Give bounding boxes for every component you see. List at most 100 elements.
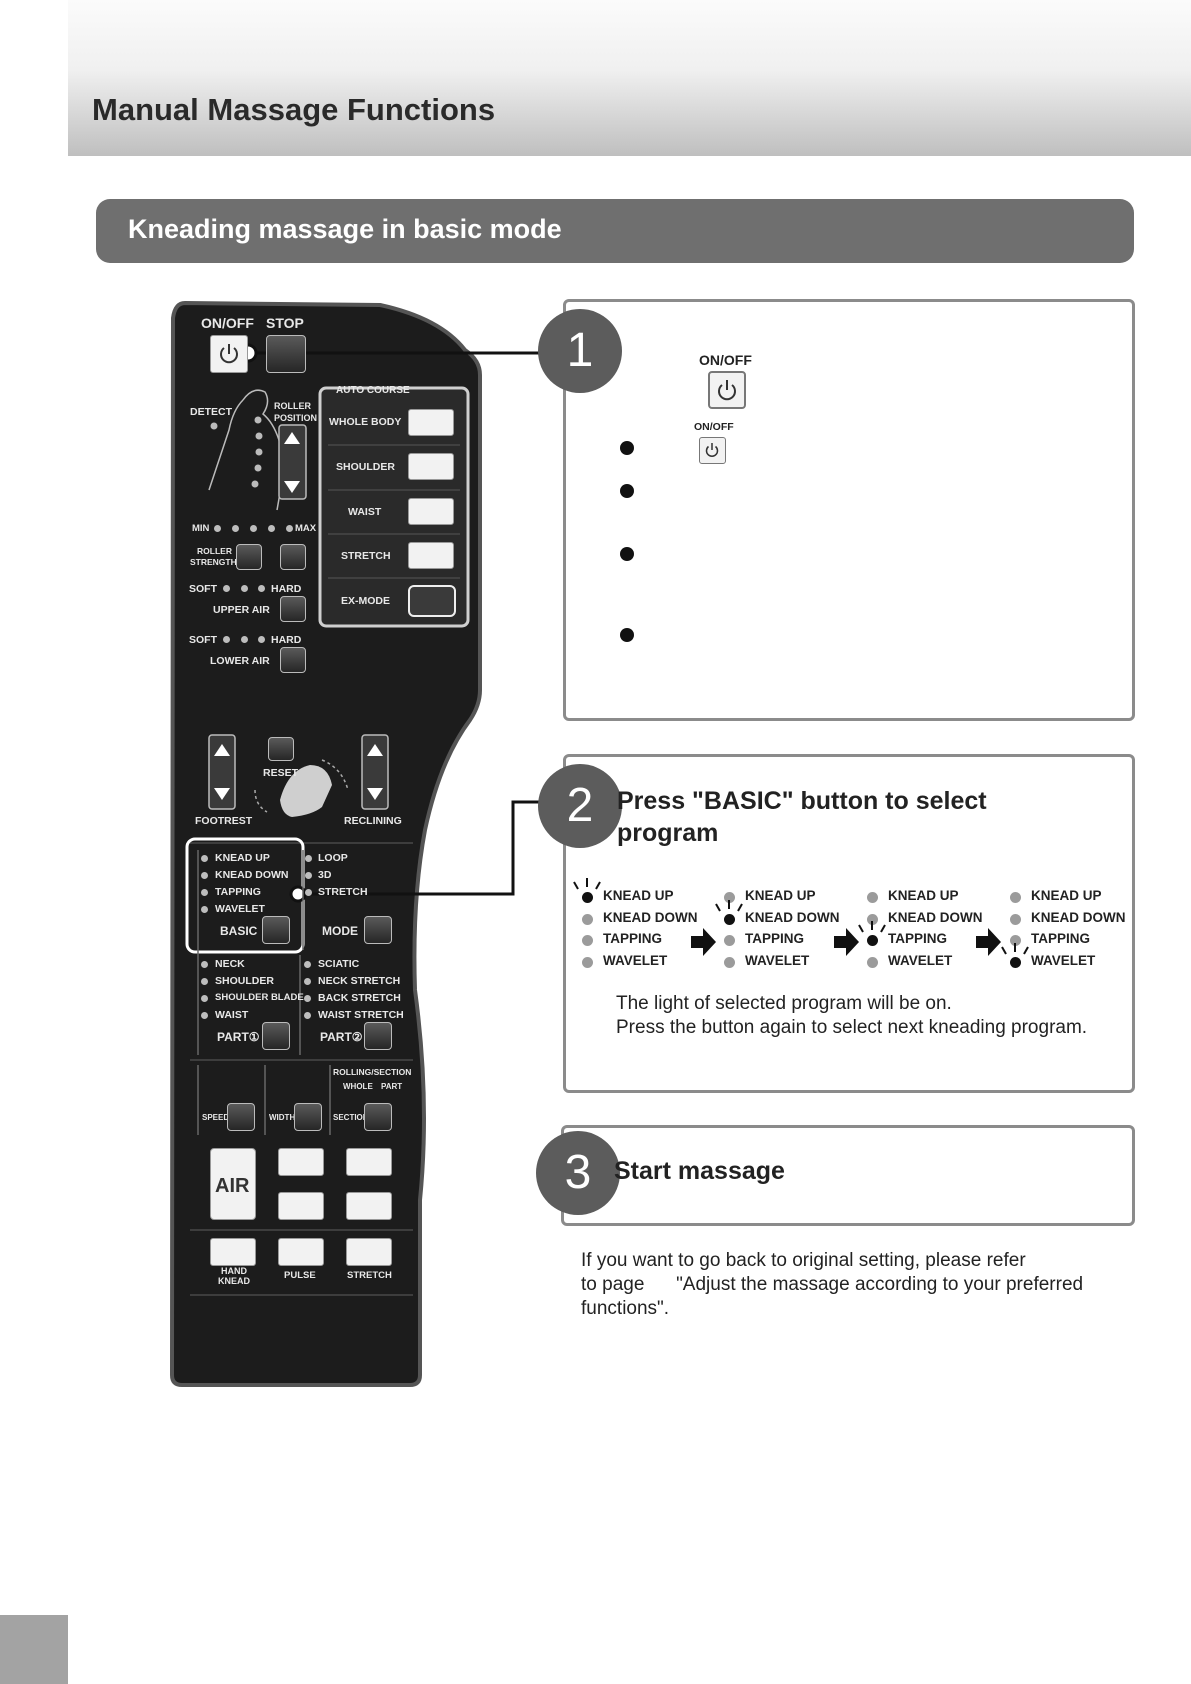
sequence-item-label: KNEAD DOWN bbox=[603, 910, 698, 925]
remote-auto-course-label: AUTO COURSE bbox=[336, 385, 410, 396]
remote-mode-label: MODE bbox=[322, 924, 358, 938]
step1-small-power-icon bbox=[699, 437, 726, 464]
sequence-item-label: KNEAD DOWN bbox=[888, 910, 983, 925]
remote-hand-knead-button[interactable] bbox=[210, 1238, 256, 1266]
remote-air-waist-button[interactable] bbox=[346, 1148, 392, 1176]
remote-width-label: WIDTH bbox=[269, 1113, 296, 1122]
remote-waist-button[interactable] bbox=[408, 498, 454, 525]
arrow-right-icon bbox=[834, 928, 859, 956]
indicator-light-off bbox=[724, 935, 735, 946]
remote-part2-waist-stretch: WAIST STRETCH bbox=[318, 1009, 404, 1021]
remote-part2-sciatic: SCIATIC bbox=[318, 958, 360, 970]
power-icon bbox=[718, 380, 736, 401]
remote-power-button[interactable] bbox=[210, 335, 248, 373]
remote-lower-soft-label: SOFT bbox=[189, 634, 217, 646]
indicator-light-off bbox=[582, 957, 593, 968]
step1-box bbox=[563, 299, 1135, 721]
indicator-light-off bbox=[1010, 935, 1021, 946]
arrow-right-icon bbox=[976, 928, 1001, 956]
step2-note-line1: The light of selected program will be on… bbox=[616, 993, 952, 1014]
remote-air-button[interactable]: AIR bbox=[210, 1148, 256, 1220]
remote-auto-stretch: STRETCH bbox=[341, 550, 391, 562]
indicator-light-off bbox=[867, 892, 878, 903]
bullet-dot bbox=[620, 441, 634, 455]
remote-part2-button[interactable] bbox=[364, 1022, 392, 1050]
remote-basic-label: BASIC bbox=[220, 924, 258, 938]
sequence-item-label: WAVELET bbox=[1031, 953, 1096, 968]
footer-note-line3: functions". bbox=[581, 1298, 670, 1319]
step1-onoff-label: ON/OFF bbox=[699, 352, 752, 368]
remote-speed-button[interactable] bbox=[227, 1103, 255, 1131]
sequence-item-label: TAPPING bbox=[1031, 931, 1091, 946]
power-icon bbox=[220, 344, 238, 364]
remote-part2-neck-stretch: NECK STRETCH bbox=[318, 975, 401, 987]
remote-hand-knead-label: HAND KNEAD bbox=[217, 1266, 250, 1286]
remote-lower-air-label: LOWER AIR bbox=[210, 655, 270, 667]
remote-detect-label: DETECT bbox=[190, 406, 232, 418]
remote-pulse-label: PULSE bbox=[284, 1270, 316, 1281]
remote-pulse-button[interactable] bbox=[278, 1238, 324, 1266]
remote-stop-button[interactable] bbox=[266, 335, 306, 373]
remote-mode-stretch: STRETCH bbox=[318, 886, 368, 898]
sequence-item-label: WAVELET bbox=[888, 953, 953, 968]
sequence-item-label: TAPPING bbox=[888, 931, 948, 946]
remote-lower-air-button[interactable] bbox=[280, 647, 306, 673]
bullet-dot bbox=[620, 628, 634, 642]
remote-basic-tapping: TAPPING bbox=[215, 886, 261, 898]
remote-section-button[interactable] bbox=[364, 1103, 392, 1131]
arrow-right-icon bbox=[691, 928, 716, 956]
remote-upper-air-button[interactable] bbox=[280, 596, 306, 622]
step2-number: 2 bbox=[566, 779, 594, 832]
remote-roller-position-label: ROLLER POSITION bbox=[274, 401, 318, 423]
remote-strength-down-button[interactable] bbox=[236, 544, 262, 570]
remote-part1-button[interactable] bbox=[262, 1022, 290, 1050]
remote-basic-button[interactable] bbox=[262, 916, 290, 944]
sequence-item-label: WAVELET bbox=[745, 953, 810, 968]
remote-strength-up-button[interactable] bbox=[280, 544, 306, 570]
remote-footrest-label: FOOTREST bbox=[195, 815, 253, 827]
remote-part1-waist: WAIST bbox=[215, 1009, 249, 1021]
remote-shoulder-button[interactable] bbox=[408, 453, 454, 480]
remote-auto-waist: WAIST bbox=[348, 506, 382, 518]
remote-air-seat-button[interactable] bbox=[346, 1192, 392, 1220]
page-number-tab bbox=[0, 1615, 68, 1684]
indicator-light-on bbox=[724, 914, 735, 925]
remote-auto-shoulder: SHOULDER bbox=[336, 461, 395, 473]
remote-air-leg-button[interactable] bbox=[278, 1192, 324, 1220]
sequence-item-label: KNEAD DOWN bbox=[1031, 910, 1126, 925]
remote-upper-soft-label: SOFT bbox=[189, 583, 217, 595]
remote-width-button[interactable] bbox=[294, 1103, 322, 1131]
remote-mode-loop: LOOP bbox=[318, 852, 348, 864]
remote-air-label: AIR bbox=[215, 1175, 250, 1197]
remote-reset-button[interactable] bbox=[268, 737, 294, 761]
sequence-item-label: KNEAD UP bbox=[1031, 888, 1102, 903]
sequence-item-label: KNEAD DOWN bbox=[745, 910, 840, 925]
step1-power-button[interactable] bbox=[708, 371, 746, 409]
footer-note-line2: to page "Adjust the massage according to… bbox=[581, 1274, 1084, 1295]
remote-whole-body-button[interactable] bbox=[408, 409, 454, 436]
sequence-item-label: KNEAD UP bbox=[745, 888, 816, 903]
remote-part1-label: PART① bbox=[217, 1030, 260, 1044]
indicator-light-on bbox=[867, 935, 878, 946]
remote-upper-air-label: UPPER AIR bbox=[213, 604, 270, 616]
remote-part1-shoulder-blade: SHOULDER BLADE bbox=[215, 992, 304, 1003]
remote-exmode-button[interactable] bbox=[408, 585, 456, 617]
bullet-dot bbox=[620, 484, 634, 498]
remote-basic-knead-down: KNEAD DOWN bbox=[215, 869, 289, 881]
remote-air-shoulder-button[interactable] bbox=[278, 1148, 324, 1176]
step2-number-badge: 2 bbox=[538, 764, 622, 848]
sequence-item-label: WAVELET bbox=[603, 953, 668, 968]
remote-roller-strength-label: ROLLER STRENGTH bbox=[190, 546, 237, 567]
remote-rolling-section-label: ROLLING/SECTION bbox=[333, 1067, 412, 1077]
remote-upper-hard-label: HARD bbox=[271, 583, 302, 595]
indicator-light-off bbox=[867, 914, 878, 925]
bullet-dot bbox=[620, 547, 634, 561]
step3-number: 3 bbox=[564, 1146, 592, 1199]
remote-mode-button[interactable] bbox=[364, 916, 392, 944]
remote-stretch-button[interactable] bbox=[408, 542, 454, 569]
power-icon bbox=[705, 443, 719, 457]
step2-box bbox=[563, 754, 1135, 1093]
indicator-light-off bbox=[582, 935, 593, 946]
remote-stretch-function-button[interactable] bbox=[346, 1238, 392, 1266]
remote-speed-label: SPEED bbox=[202, 1113, 230, 1122]
